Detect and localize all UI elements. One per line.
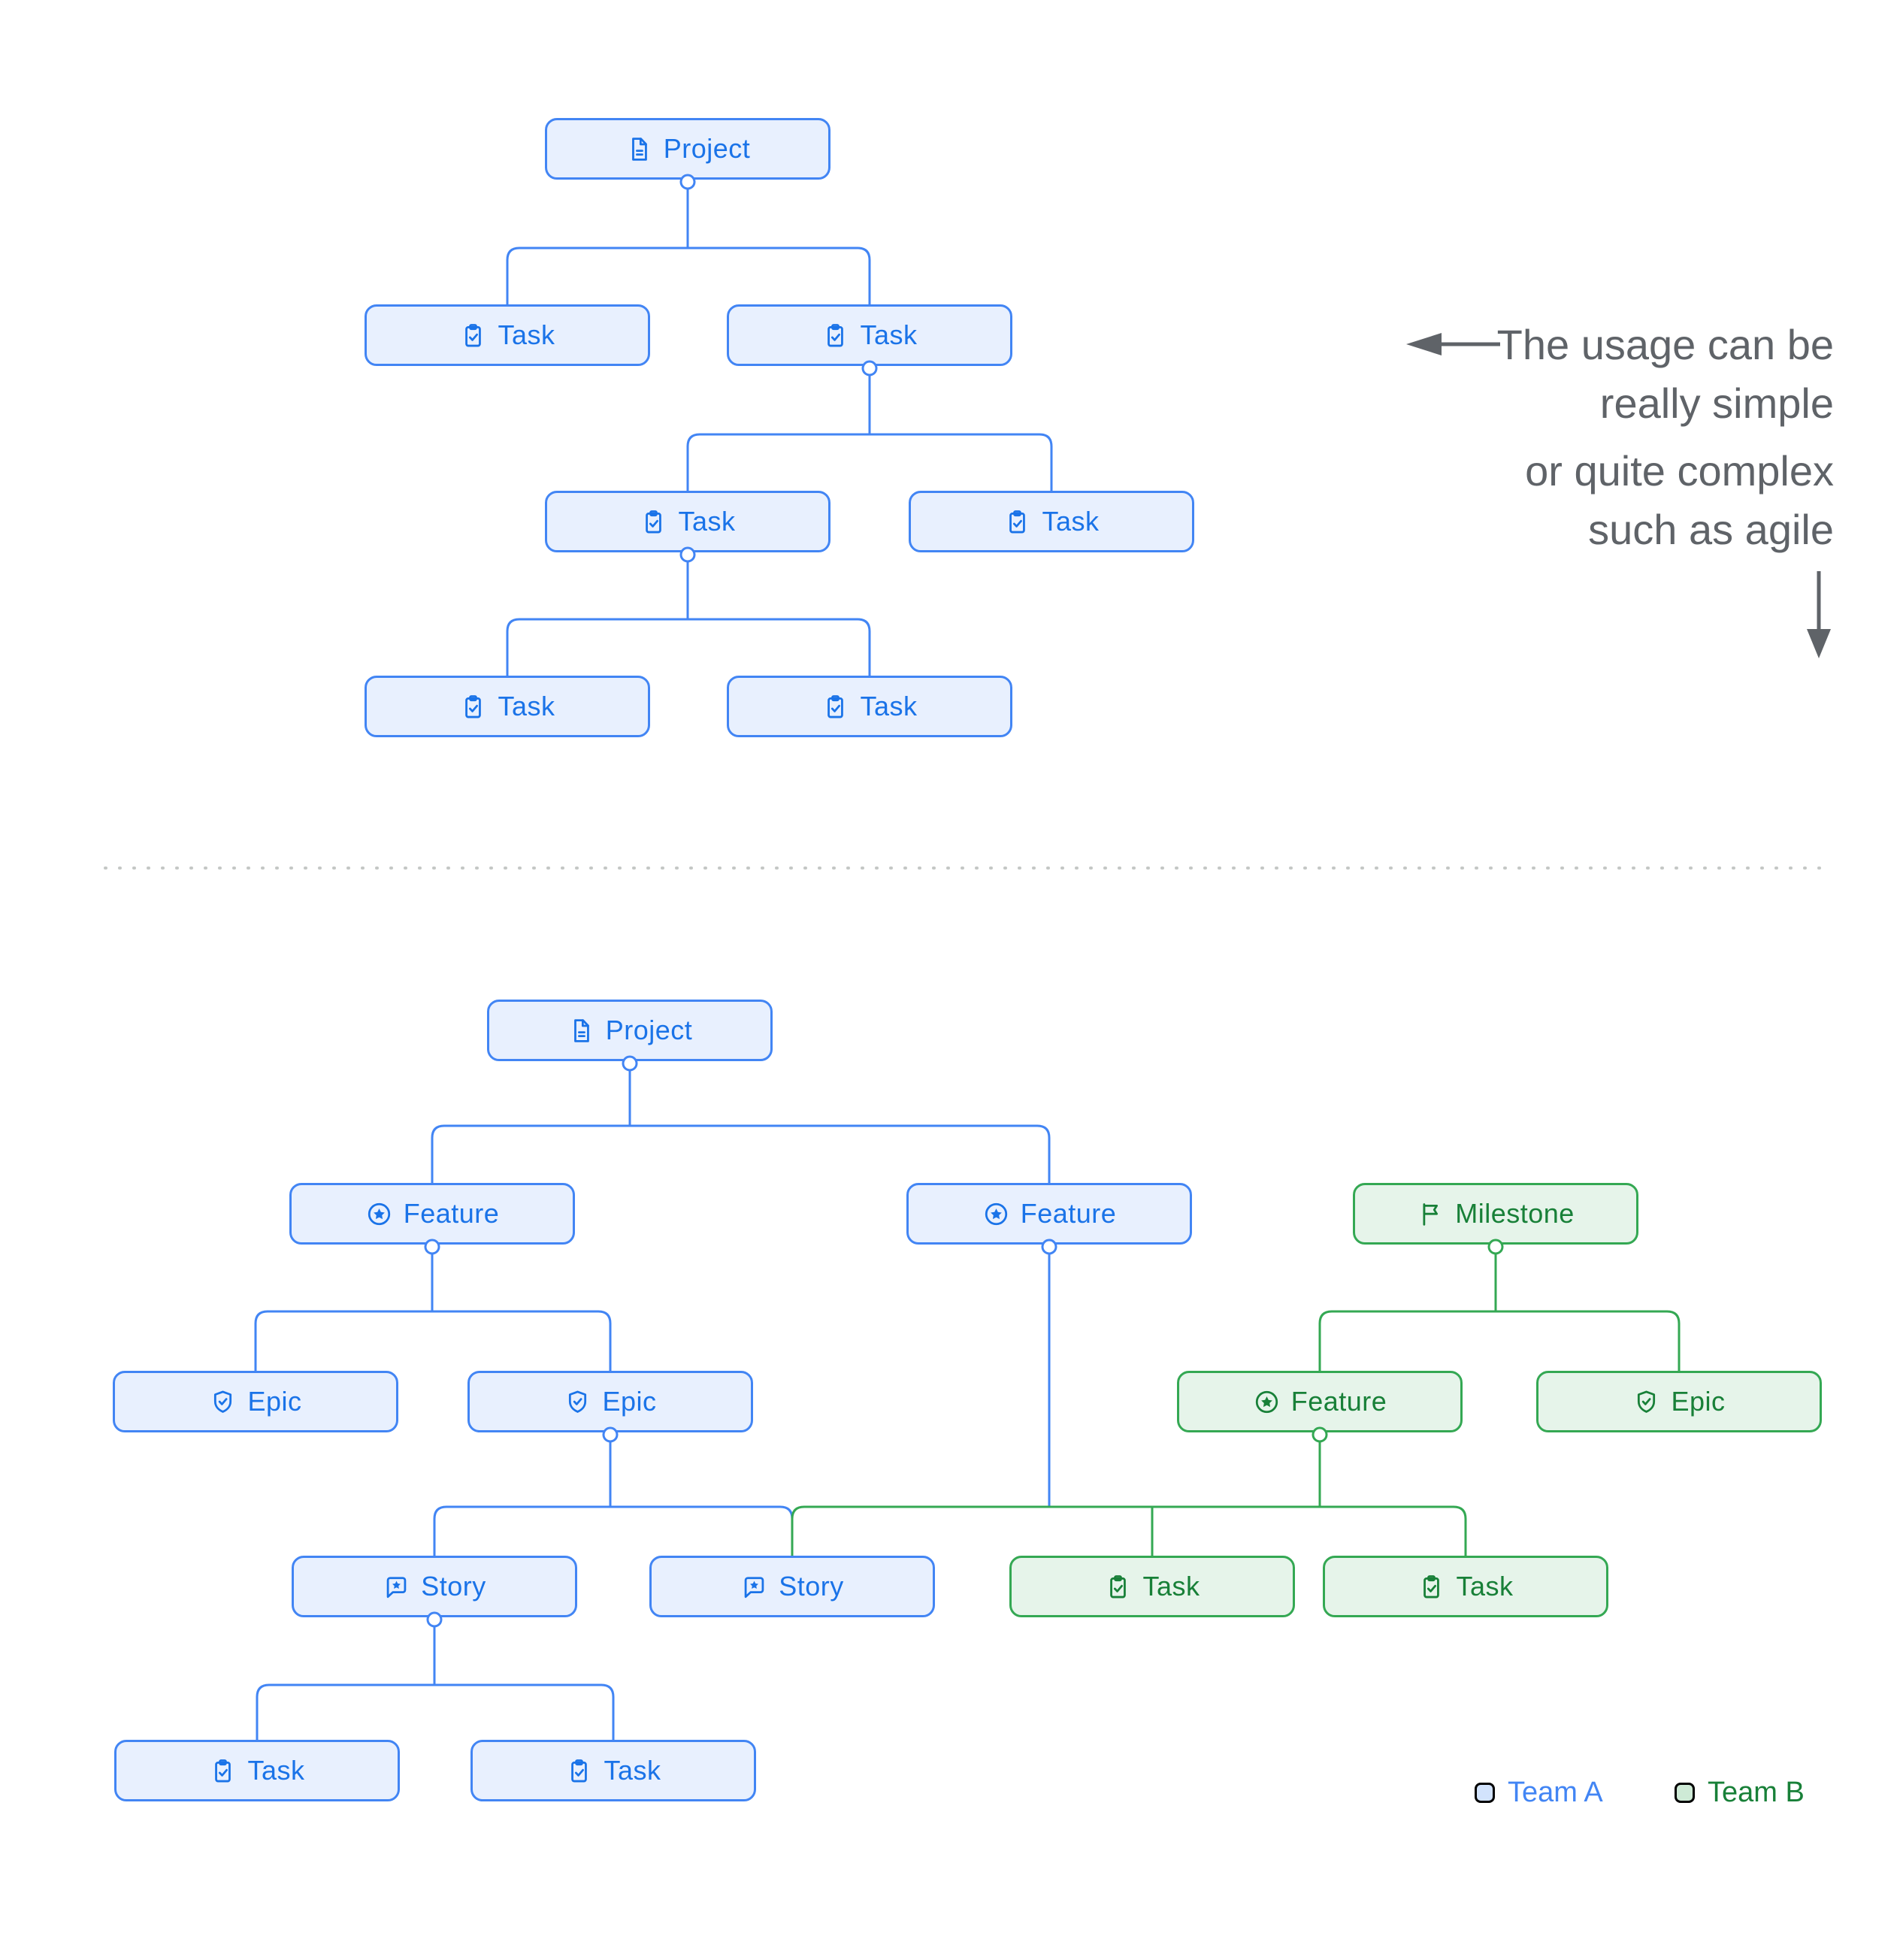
connector-dot-milestone [1487, 1239, 1504, 1255]
node-label: Task [1456, 1571, 1514, 1602]
node-feature-right[interactable]: Feature [906, 1183, 1192, 1245]
connector-top-project [506, 180, 871, 304]
node-top-task-6[interactable]: Task [727, 676, 1012, 737]
epic-icon [1638, 1390, 1656, 1413]
task-icon [1009, 510, 1026, 533]
connector-milestone [1318, 1245, 1681, 1371]
connector-dot-top-task-2 [861, 360, 878, 377]
milestone-icon [1423, 1202, 1439, 1226]
team-b-swatch [1675, 1782, 1695, 1803]
node-label: Task [498, 319, 555, 350]
node-label: Project [663, 133, 751, 164]
annotation-line-3: or quite complex [1525, 447, 1834, 495]
task-icon [646, 510, 662, 533]
node-label: Story [421, 1571, 486, 1602]
node-label: Feature [1020, 1198, 1117, 1229]
node-top-task-4[interactable]: Task [909, 491, 1194, 552]
node-top-task-3[interactable]: Task [545, 491, 830, 552]
node-label: Feature [1290, 1386, 1387, 1417]
node-label: Milestone [1455, 1198, 1575, 1229]
node-bottom-task-2[interactable]: Task [470, 1740, 756, 1801]
task-icon [827, 323, 844, 346]
connector-bottom-project [431, 1061, 1051, 1183]
node-epic-green[interactable]: Epic [1536, 1371, 1822, 1432]
connector-dot-epic-2 [602, 1426, 619, 1443]
node-label: Task [247, 1755, 305, 1786]
node-top-project[interactable]: Project [545, 118, 830, 180]
team-a-label: Team A [1508, 1776, 1603, 1808]
node-label: Story [779, 1571, 844, 1602]
node-label: Epic [1671, 1386, 1726, 1417]
epic-icon [214, 1390, 232, 1413]
node-label: Task [860, 319, 918, 350]
connector-story-1 [256, 1617, 615, 1740]
feature-icon [985, 1202, 1007, 1225]
team-b-label: Team B [1708, 1776, 1805, 1808]
connector-top-task-3 [506, 552, 871, 676]
node-label: Epic [247, 1386, 302, 1417]
task-icon [1110, 1574, 1127, 1598]
task-icon [465, 323, 482, 346]
node-label: Task [1142, 1571, 1200, 1602]
feature-icon [1255, 1390, 1278, 1413]
annotation-line-2: really simple [1599, 380, 1834, 427]
connector-feature-left [254, 1245, 612, 1371]
node-green-task-2[interactable]: Task [1323, 1556, 1608, 1617]
story-icon [744, 1576, 764, 1598]
project-icon [631, 137, 647, 161]
connector-dot-top-project [679, 174, 696, 190]
feature-icon [368, 1202, 390, 1225]
node-label: Task [1042, 506, 1100, 537]
node-top-task-2[interactable]: Task [727, 304, 1012, 366]
node-milestone[interactable]: Milestone [1353, 1183, 1638, 1245]
node-label: Task [678, 506, 736, 537]
node-label: Project [605, 1015, 693, 1045]
annotation-note: The usage can be really simple or quite … [1497, 316, 1834, 559]
down-arrow-icon [1807, 571, 1831, 658]
story-icon [386, 1576, 407, 1598]
connector-epic-2 [433, 1432, 794, 1556]
connector-dot-feature-left [424, 1239, 440, 1255]
node-story-2[interactable]: Story [649, 1556, 935, 1617]
node-bottom-task-1[interactable]: Task [114, 1740, 400, 1801]
task-icon [215, 1759, 231, 1782]
node-story-1[interactable]: Story [292, 1556, 577, 1617]
team-a-swatch [1475, 1782, 1495, 1803]
node-bottom-project[interactable]: Project [487, 1000, 773, 1061]
connector-dot-feature-green [1312, 1426, 1328, 1443]
node-label: Task [604, 1755, 661, 1786]
task-icon [827, 694, 844, 718]
node-label: Feature [403, 1198, 500, 1229]
node-label: Task [860, 691, 918, 721]
connector-dot-bottom-project [622, 1055, 638, 1072]
node-label: Task [498, 691, 555, 721]
left-arrow-icon [1406, 333, 1500, 355]
annotation-line-4: such as agile [1588, 506, 1834, 553]
legend-item-team-a: Team A [1475, 1776, 1603, 1808]
connector-dot-feature-right [1041, 1239, 1057, 1255]
node-epic-1[interactable]: Epic [113, 1371, 398, 1432]
connector-dot-story-1 [426, 1611, 443, 1628]
connector-feature-green [791, 1432, 1467, 1556]
connector-dot-top-task-3 [679, 546, 696, 563]
node-top-task-5[interactable]: Task [365, 676, 650, 737]
epic-icon [569, 1390, 587, 1413]
task-icon [571, 1759, 588, 1782]
annotation-line-1: The usage can be [1496, 321, 1834, 368]
legend-item-team-b: Team B [1675, 1776, 1805, 1808]
node-label: Epic [602, 1386, 657, 1417]
node-green-task-1[interactable]: Task [1009, 1556, 1295, 1617]
connector-top-task-2 [686, 366, 1053, 491]
task-icon [1423, 1574, 1440, 1598]
task-icon [465, 694, 482, 718]
project-icon [573, 1018, 589, 1042]
node-top-task-1[interactable]: Task [365, 304, 650, 366]
